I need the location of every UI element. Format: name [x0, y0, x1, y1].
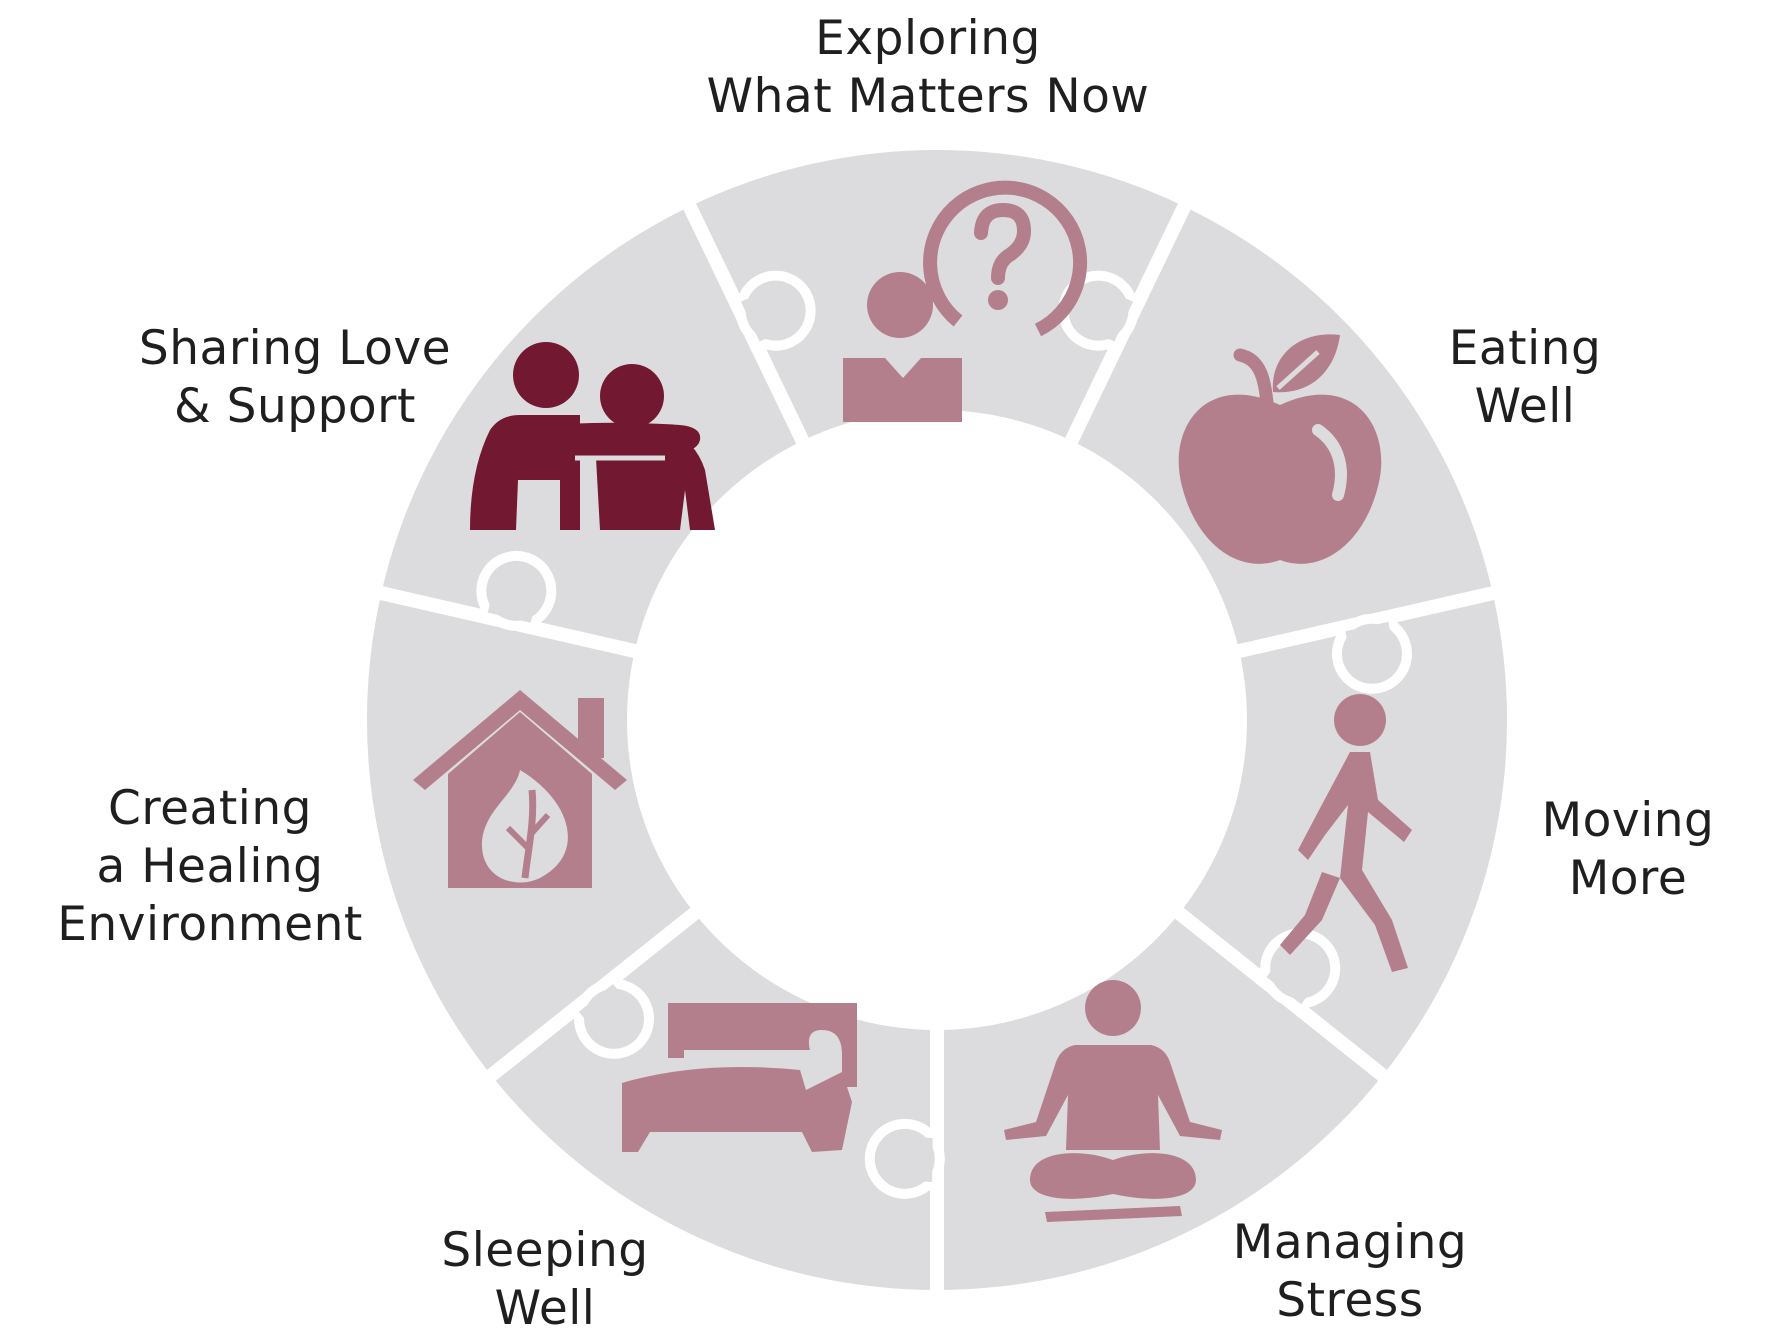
label-line: Environment [57, 897, 363, 952]
label-line: Exploring [815, 11, 1041, 66]
label-line: a Healing [96, 839, 324, 894]
house-leaf-icon [413, 690, 627, 888]
label-line: Managing [1232, 1215, 1468, 1270]
label-creating-a-healing-environment: Creating a Healing Environment [40, 780, 380, 954]
label-line: & Support [174, 379, 416, 434]
label-managing-stress: Managing Stress [1200, 1214, 1500, 1330]
label-line: More [1568, 851, 1688, 906]
label-line: Moving [1541, 793, 1715, 848]
puzzle-knob-neck [740, 290, 784, 342]
label-exploring-what-matters-now: Exploring What Matters Now [608, 10, 1248, 126]
label-sleeping-well: Sleeping Well [415, 1222, 675, 1338]
label-sharing-love-and-support: Sharing Love & Support [120, 320, 470, 436]
label-eating-well: Eating Well [1405, 320, 1645, 436]
puzzle-seams [373, 198, 1501, 1296]
puzzle-knob-neck [487, 584, 538, 623]
puzzle-knob-neck [1345, 621, 1394, 658]
label-line: Sleeping [441, 1223, 649, 1278]
label-line: Stress [1276, 1273, 1424, 1328]
label-line: What Matters Now [706, 69, 1150, 124]
puzzle-knob-neck [1090, 290, 1134, 342]
apple-icon [1178, 334, 1382, 564]
label-line: Creating [108, 781, 312, 836]
label-line: Sharing Love [138, 321, 452, 376]
label-line: Well [1474, 379, 1576, 434]
meditation-icon [1004, 980, 1222, 1222]
puzzle-knob-neck [578, 984, 631, 1034]
person-question-icon [843, 180, 1088, 422]
walking-person-icon [1280, 694, 1412, 972]
puzzle-piece-moving [1179, 593, 1507, 1076]
hugging-people-icon [470, 342, 715, 530]
puzzle-knob-neck [1266, 955, 1319, 1005]
label-line: Well [494, 1281, 596, 1336]
puzzle-knob-neck [903, 1136, 933, 1182]
bed-icon [622, 1003, 857, 1152]
label-moving-more: Moving More [1498, 792, 1758, 908]
label-line: Eating [1448, 321, 1602, 376]
